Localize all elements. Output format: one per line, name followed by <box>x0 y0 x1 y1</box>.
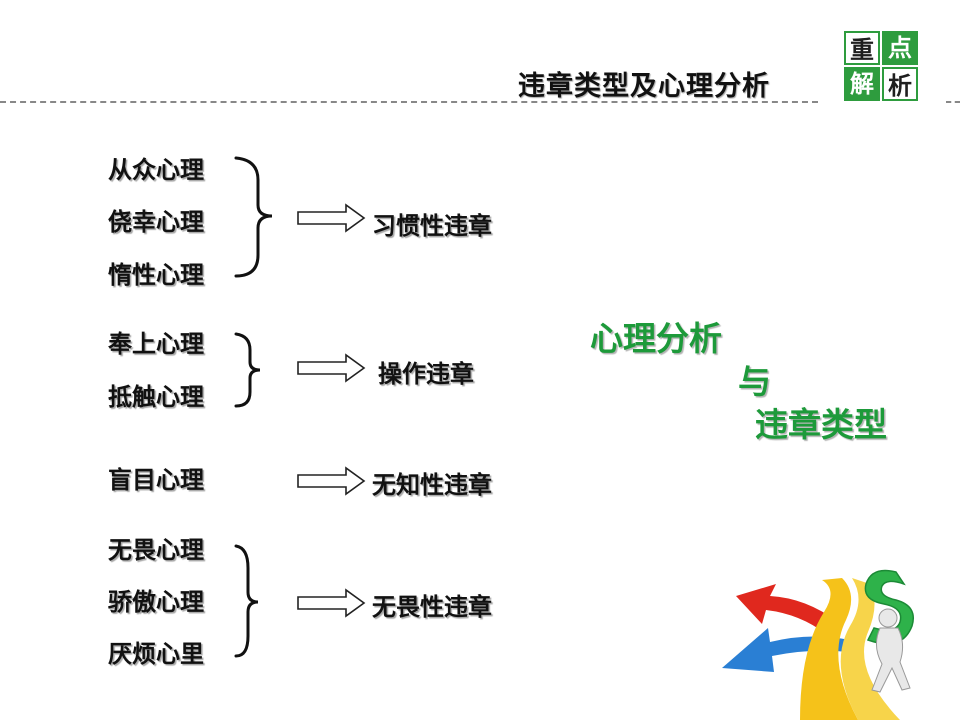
header-divider-end <box>946 101 960 103</box>
green-s-icon <box>864 569 914 645</box>
figure-body-icon <box>871 627 911 693</box>
psychology-label: 无畏心理 <box>108 535 204 564</box>
violation-label: 操作违章 <box>378 359 474 388</box>
violation-label: 无畏性违章 <box>372 592 492 621</box>
psychology-label: 奉上心理 <box>108 329 204 358</box>
brace-group-1 <box>234 156 273 278</box>
brace-group-2 <box>234 332 261 408</box>
psychology-label: 盲目心理 <box>108 465 204 494</box>
psychology-label: 惰性心理 <box>108 260 204 289</box>
summary-line-1: 心理分析 <box>590 319 722 358</box>
psychology-label: 抵触心理 <box>108 382 204 411</box>
psychology-label: 厌烦心里 <box>108 639 204 668</box>
header-divider <box>0 101 818 103</box>
direction-road-illustration <box>722 569 914 720</box>
summary-line-3: 违章类型 <box>755 405 887 444</box>
badge-char-2: 点 <box>882 31 918 65</box>
arrow-icon <box>297 203 366 233</box>
key-point-badge: 重 点 解 析 <box>844 31 920 103</box>
psychology-label: 侥幸心理 <box>108 207 204 236</box>
violation-label: 习惯性违章 <box>372 211 492 240</box>
summary-line-2: 与 <box>738 362 771 401</box>
psychology-label: 从众心理 <box>108 155 204 184</box>
red-arrow-icon <box>736 584 838 634</box>
arrow-icon <box>297 466 366 496</box>
badge-char-3: 解 <box>844 67 880 101</box>
figure-head-icon <box>878 608 898 628</box>
yellow-road-icon <box>800 578 858 720</box>
arrow-icon <box>297 353 366 383</box>
violation-label: 无知性违章 <box>372 470 492 499</box>
arrow-icon <box>297 588 366 618</box>
badge-char-4: 析 <box>882 67 918 101</box>
psychology-label: 骄傲心理 <box>108 587 204 616</box>
brace-group-4 <box>234 544 259 658</box>
badge-char-1: 重 <box>844 31 880 65</box>
page-title: 违章类型及心理分析 <box>518 71 770 102</box>
